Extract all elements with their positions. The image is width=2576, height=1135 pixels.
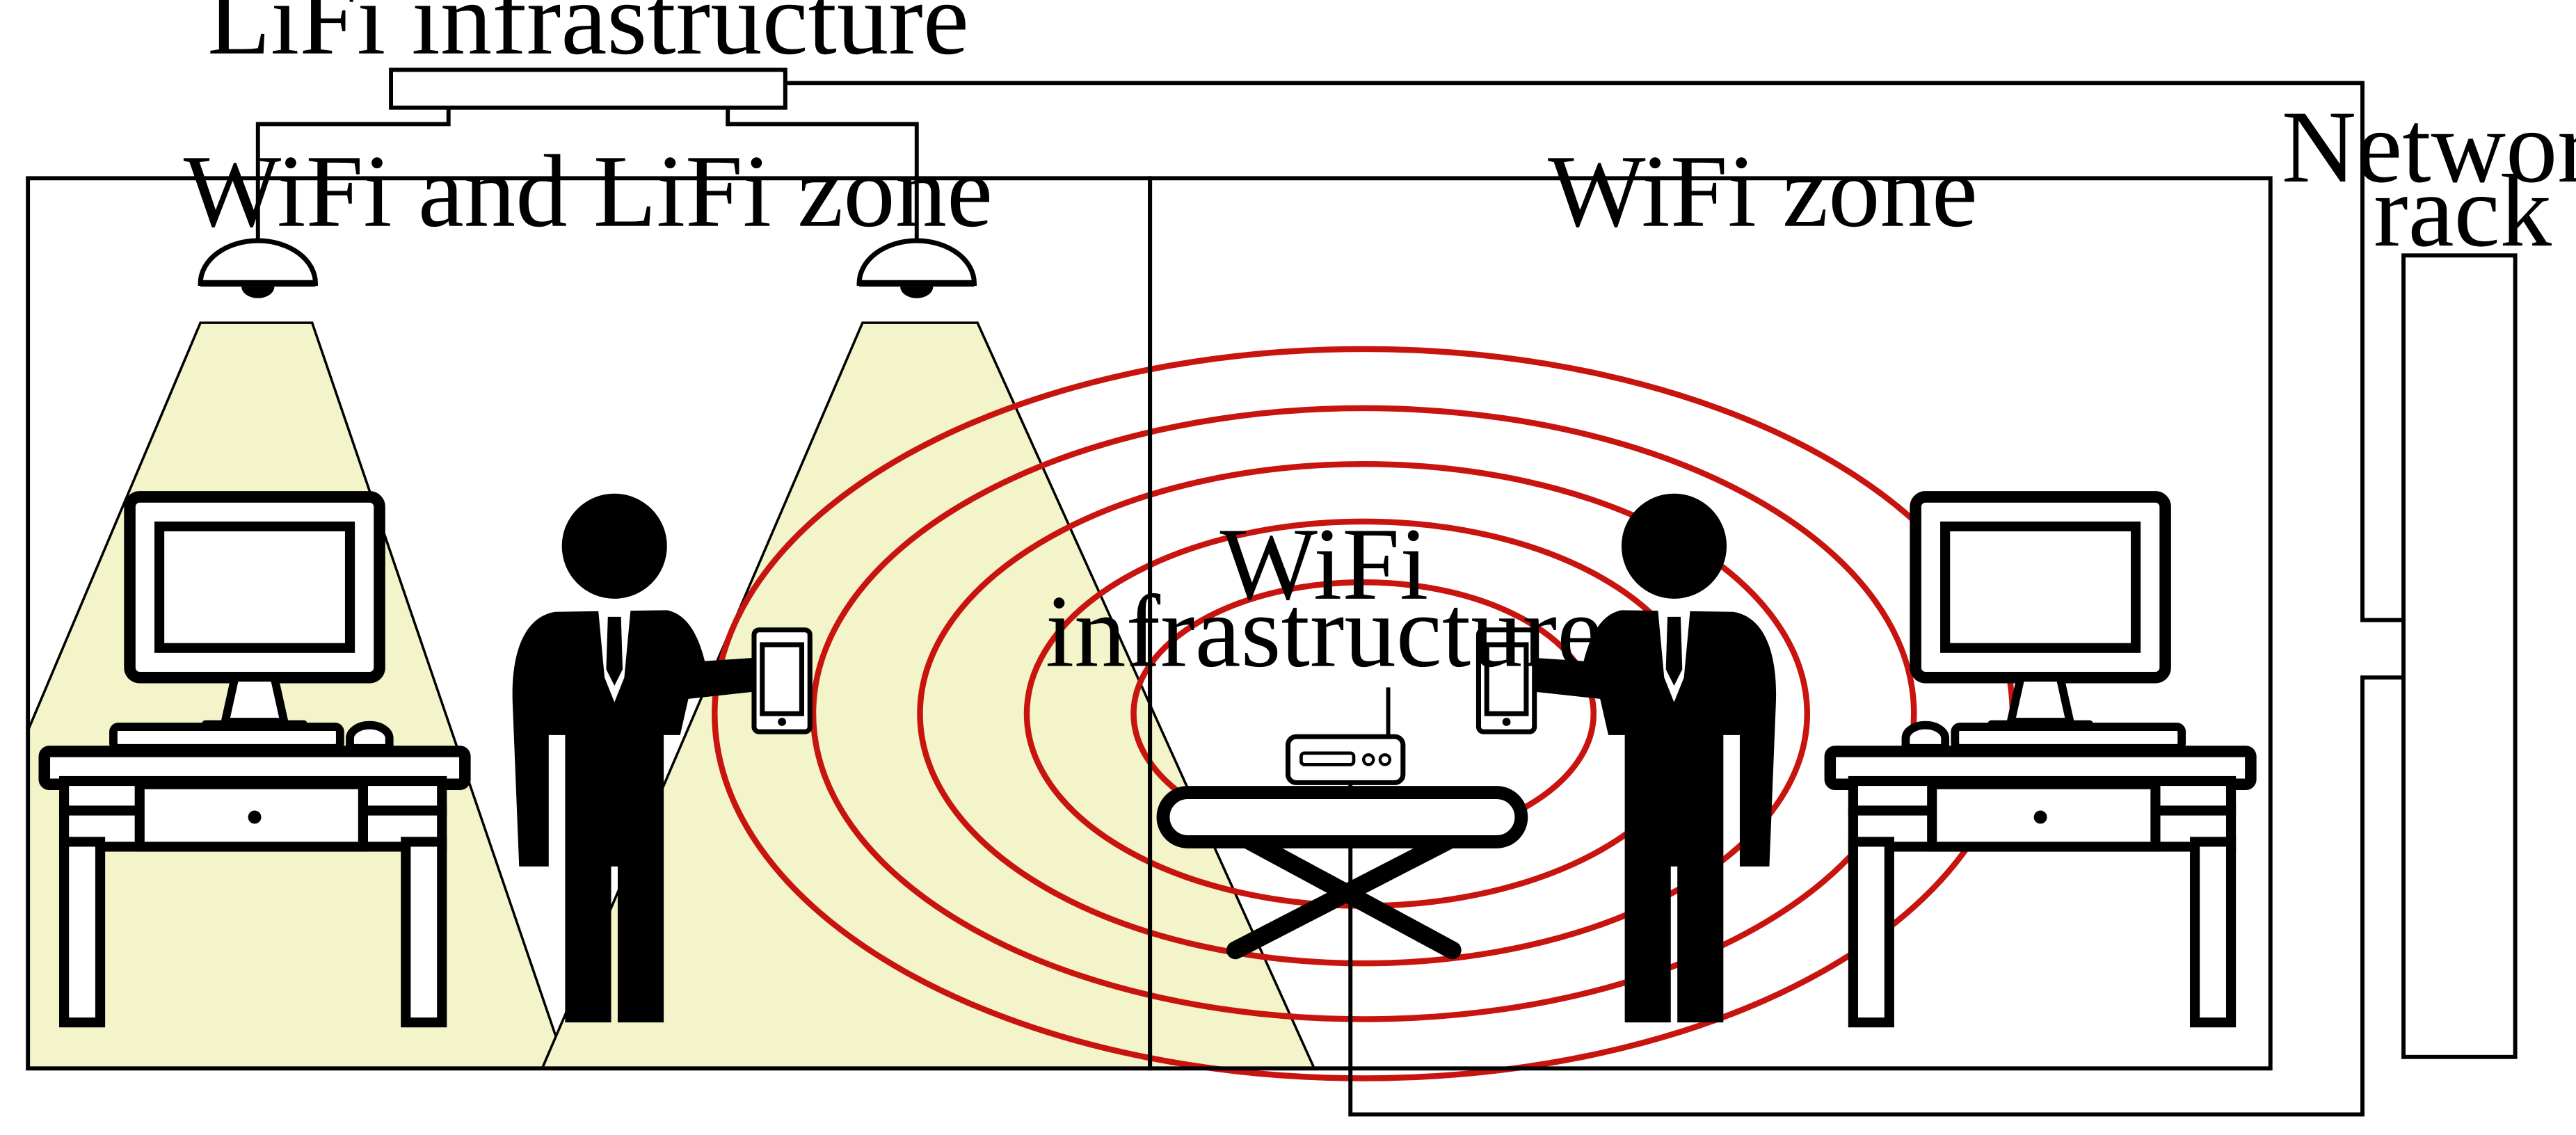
lifi-infrastructure-label: LiFi infrastructure — [207, 0, 969, 77]
network-rack-label-line1: Network — [2282, 90, 2576, 204]
wifi-lifi-zone-label: WiFi and LiFi zone — [184, 134, 993, 249]
network-rack-label-line2: rack — [2374, 154, 2552, 268]
wifi-infrastructure-label-line1: WiFi — [1220, 507, 1429, 622]
ceiling-lamp-icon — [859, 241, 974, 298]
wifi-infrastructure-label-line2: infrastructure — [1046, 574, 1603, 689]
folding-table-icon — [1156, 786, 1528, 960]
wifi-zone-room — [1148, 176, 2273, 1071]
desk-icon — [1830, 497, 2251, 1022]
wifi-zone-label: WiFi zone — [1548, 134, 1978, 249]
lifi-wiring — [255, 81, 2404, 1117]
ceiling-lamp-icon — [200, 241, 315, 298]
lifi-infrastructure-box — [389, 67, 787, 110]
network-rack — [2401, 253, 2518, 1059]
router-icon — [1285, 687, 1406, 785]
rooms — [26, 176, 2273, 1071]
smartphone-icon — [754, 630, 810, 732]
